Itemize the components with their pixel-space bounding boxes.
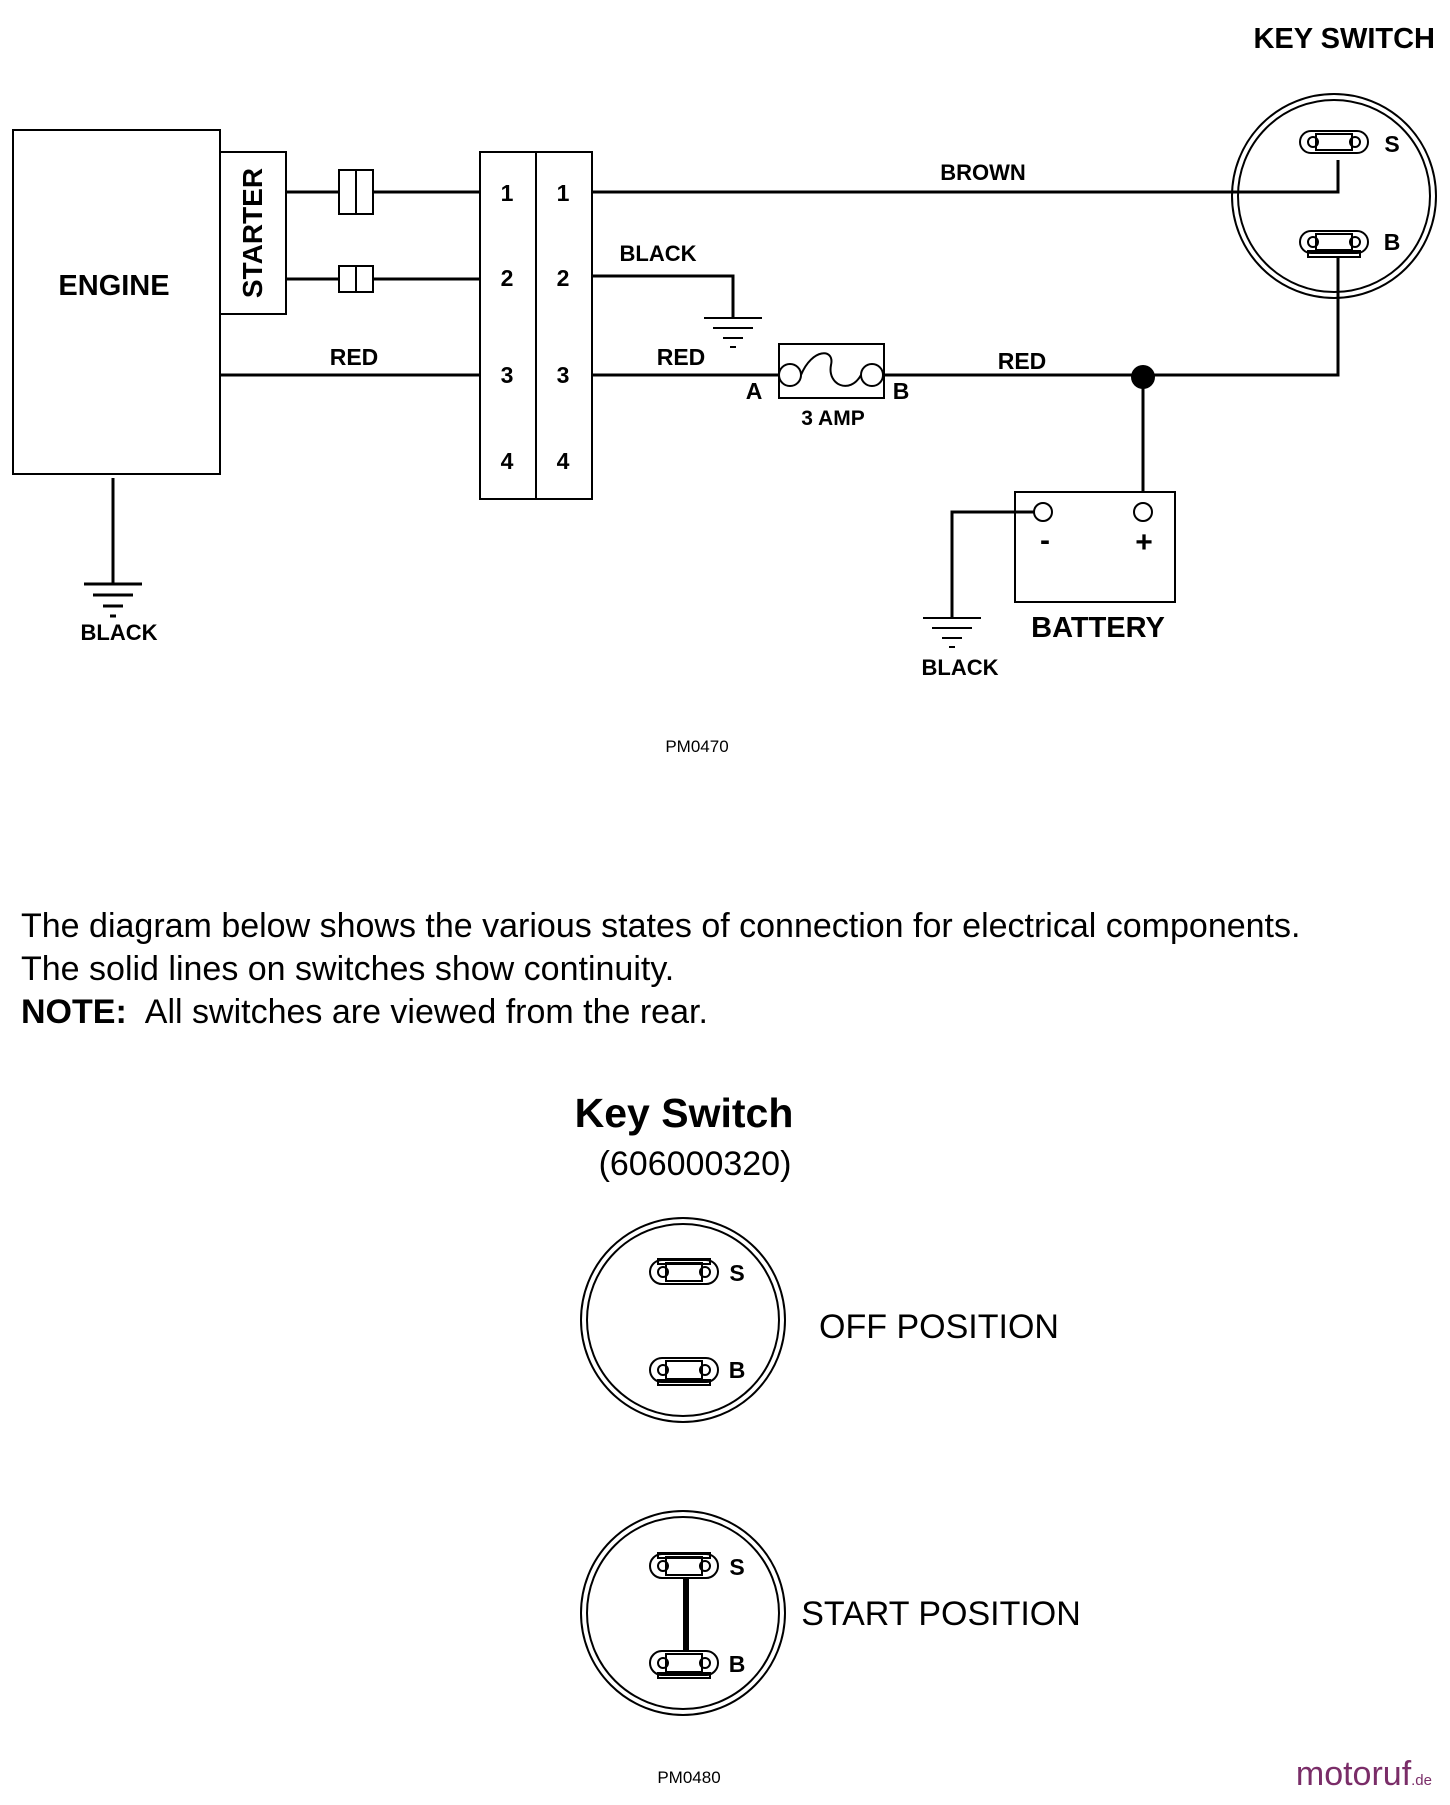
watermark-suffix: .de xyxy=(1411,1772,1432,1789)
connector-pin-label: 2 xyxy=(557,265,570,291)
connector-pin-label: 1 xyxy=(501,180,514,206)
note-text: All switches are viewed from the rear. xyxy=(145,993,708,1031)
red-wire-fuse-in-label: RED xyxy=(657,344,706,370)
battery-positive-terminal xyxy=(1133,502,1153,522)
start-terminal-b: B xyxy=(729,1651,746,1677)
fuse-3-amp xyxy=(778,343,885,399)
starter-label: STARTER xyxy=(237,168,268,298)
start-position-label: START POSITION xyxy=(801,1595,1081,1633)
connector-pin-label: 4 xyxy=(557,448,570,474)
connector-right-pins: 1 2 3 4 xyxy=(557,180,570,474)
connector-pin-label: 2 xyxy=(501,265,514,291)
key-switch-schematic xyxy=(1231,93,1437,299)
starter-box xyxy=(219,151,287,315)
red-wire-to-key-switch xyxy=(883,257,1340,377)
brown-wire xyxy=(592,160,1340,194)
off-terminal-s: S xyxy=(729,1260,744,1286)
connector-ground-symbol xyxy=(704,317,762,348)
black-wire-label: BLACK xyxy=(620,241,697,266)
inline-connector-1 xyxy=(338,169,374,215)
engine-ground-symbol xyxy=(84,582,142,618)
watermark-logo: motoruf.de xyxy=(1296,1755,1432,1793)
brown-wire-label: BROWN xyxy=(940,160,1026,185)
description-line-2: The solid lines on switches show continu… xyxy=(21,950,674,988)
engine-red-wire-label: RED xyxy=(330,344,379,370)
red-wire-fuse-out-label: RED xyxy=(998,348,1047,374)
key-switch-part-number: (606000320) xyxy=(599,1145,792,1183)
connector-pin-label: 3 xyxy=(557,362,570,388)
off-terminal-b: B xyxy=(729,1357,746,1383)
fuse-rating-label: 3 AMP xyxy=(801,407,864,430)
description-line-1: The diagram below shows the various stat… xyxy=(21,907,1300,945)
watermark-brand: motoruf xyxy=(1296,1755,1412,1793)
key-switch-off xyxy=(580,1217,786,1423)
black-ground-wire xyxy=(592,274,735,318)
figure-code-top: PM0470 xyxy=(665,737,728,756)
fuse-terminal-a: A xyxy=(746,378,763,404)
battery-ground-symbol xyxy=(923,617,981,648)
key-switch-states-title: Key Switch xyxy=(575,1090,794,1136)
note-label: NOTE: xyxy=(21,993,127,1031)
battery-positive-sign: + xyxy=(1135,526,1153,559)
connector-pin-label: 3 xyxy=(501,362,514,388)
battery-ground-wire xyxy=(950,510,1034,618)
engine-label: ENGINE xyxy=(58,270,169,302)
key-switch-terminal-s: S xyxy=(1384,131,1399,157)
connector-pin-label: 4 xyxy=(501,448,514,474)
fuse-terminal-b: B xyxy=(893,378,910,404)
key-switch-start xyxy=(580,1510,786,1716)
inline-connector-2 xyxy=(338,265,374,293)
description-note: NOTE: All switches are viewed from the re… xyxy=(21,993,708,1031)
key-switch-title: KEY SWITCH xyxy=(1253,23,1435,55)
battery-negative-sign: - xyxy=(1040,524,1050,557)
engine-box xyxy=(12,129,221,475)
connector-left-pins: 1 2 3 4 xyxy=(501,180,514,474)
figure-code-bottom: PM0480 xyxy=(657,1768,720,1787)
battery-label: BATTERY xyxy=(1031,612,1165,644)
battery-box xyxy=(1014,491,1176,603)
engine-ground-label: BLACK xyxy=(81,620,158,645)
connector-pin-label: 1 xyxy=(557,180,570,206)
start-terminal-s: S xyxy=(729,1554,744,1580)
key-switch-terminal-b: B xyxy=(1384,229,1401,255)
off-position-label: OFF POSITION xyxy=(819,1308,1059,1346)
battery-ground-label: BLACK xyxy=(922,655,999,680)
